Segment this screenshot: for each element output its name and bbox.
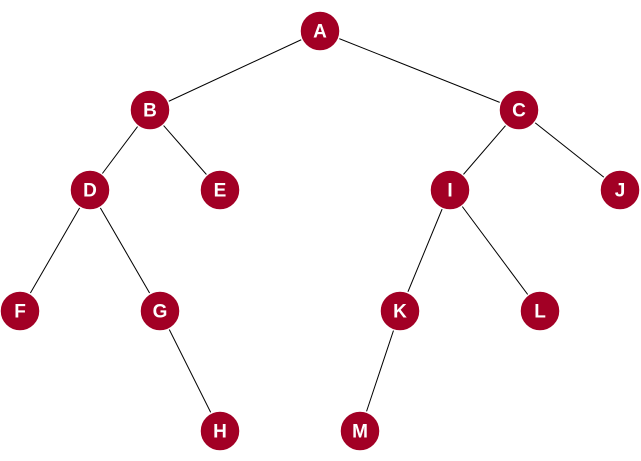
node-label-i: I (447, 181, 452, 202)
node-circle-l (519, 290, 561, 332)
edge-c-j (518, 109, 621, 191)
tree-node-j: J (599, 169, 641, 211)
node-label-c: C (512, 101, 526, 122)
node-label-h: H (213, 422, 227, 443)
tree-node-e: E (199, 169, 241, 211)
edge-a-b (149, 30, 321, 111)
tree-node-k: K (379, 290, 421, 332)
node-circle-d (69, 169, 111, 211)
tree-edges (19, 30, 621, 432)
node-circle-f (0, 290, 41, 332)
tree-node-m: M (339, 410, 381, 452)
node-label-b: B (143, 101, 157, 122)
node-label-d: D (83, 181, 97, 202)
tree-nodes: A B C D E I J F G K L H M (0, 10, 641, 452)
node-circle-b (129, 89, 171, 131)
node-label-l: L (534, 302, 546, 323)
tree-node-l: L (519, 290, 561, 332)
edge-d-g (89, 189, 161, 312)
node-circle-e (199, 169, 241, 211)
edge-i-l (449, 189, 541, 312)
tree-node-b: B (129, 89, 171, 131)
node-circle-m (339, 410, 381, 452)
node-circle-a (299, 10, 341, 52)
node-label-k: K (393, 302, 407, 323)
node-label-j: J (615, 181, 626, 202)
node-circle-k (379, 290, 421, 332)
node-label-g: G (153, 302, 168, 323)
tree-node-h: H (199, 410, 241, 452)
node-circle-c (498, 89, 540, 131)
tree-node-d: D (69, 169, 111, 211)
node-circle-h (199, 410, 241, 452)
tree-node-i: I (429, 169, 471, 211)
node-label-m: M (352, 422, 368, 443)
edge-d-f (19, 189, 91, 312)
node-circle-i (429, 169, 471, 211)
edge-a-c (319, 30, 520, 111)
node-label-e: E (214, 181, 227, 202)
node-label-f: F (14, 302, 26, 323)
tree-node-g: G (139, 290, 181, 332)
node-circle-g (139, 290, 181, 332)
tree-node-c: C (498, 89, 540, 131)
tree-node-f: F (0, 290, 41, 332)
tree-node-a: A (299, 10, 341, 52)
node-circle-j (599, 169, 641, 211)
edge-i-k (399, 189, 451, 312)
edge-g-h (159, 310, 221, 432)
node-label-a: A (313, 22, 327, 43)
edge-k-m (359, 310, 401, 432)
